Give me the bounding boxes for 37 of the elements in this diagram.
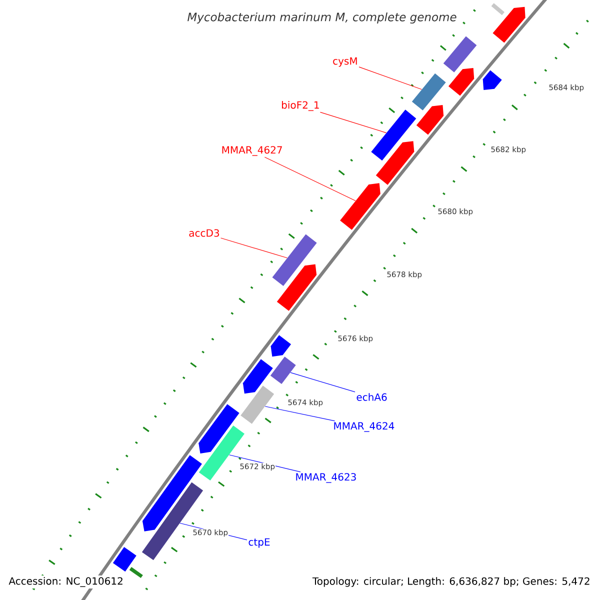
leader-line (358, 66, 422, 90)
gene-label: ctpE (248, 538, 270, 548)
genome-info-text: Topology: circular; Length: 6,636,827 bp; Genes: 5,472 (310, 576, 592, 588)
gene-bar (340, 183, 380, 230)
gene-bar (492, 6, 526, 43)
leader-line (290, 372, 356, 392)
gene-bar (198, 404, 240, 454)
leader-line (264, 406, 336, 422)
gene-bar (142, 455, 202, 532)
leader-line (264, 156, 356, 202)
gene-bar (240, 386, 274, 424)
gene-bar (371, 110, 416, 161)
gene-label: MMAR_4624 (334, 422, 394, 432)
gene-label: echA6 (356, 393, 387, 401)
gene-bar (443, 36, 477, 72)
gene-bar (276, 264, 317, 311)
gene-bar (270, 356, 296, 384)
gene-bar (242, 359, 273, 394)
accession-text: Accession: NC_010612 (7, 576, 125, 588)
gene-label: bioF2_1 (282, 101, 319, 111)
gene-label: accD3 (189, 229, 220, 237)
gene-bar (272, 234, 317, 286)
gene-bar (448, 68, 474, 96)
gene-bar (482, 70, 502, 90)
gene-bar (270, 335, 292, 357)
gene-bar (491, 3, 505, 16)
gene-bar (416, 105, 444, 135)
gene-label: cysM (333, 57, 357, 67)
gene-bar (112, 547, 136, 572)
gene-bar (129, 567, 143, 578)
gene-label: MMAR_4623 (296, 473, 356, 483)
gene-bar (376, 141, 414, 185)
gene-label: MMAR_4627 (222, 146, 282, 156)
gene-bar (412, 73, 446, 110)
title: Mycobacterium marinum M, complete genome (188, 12, 456, 24)
leader-line (220, 238, 288, 258)
leader-line (320, 112, 387, 134)
